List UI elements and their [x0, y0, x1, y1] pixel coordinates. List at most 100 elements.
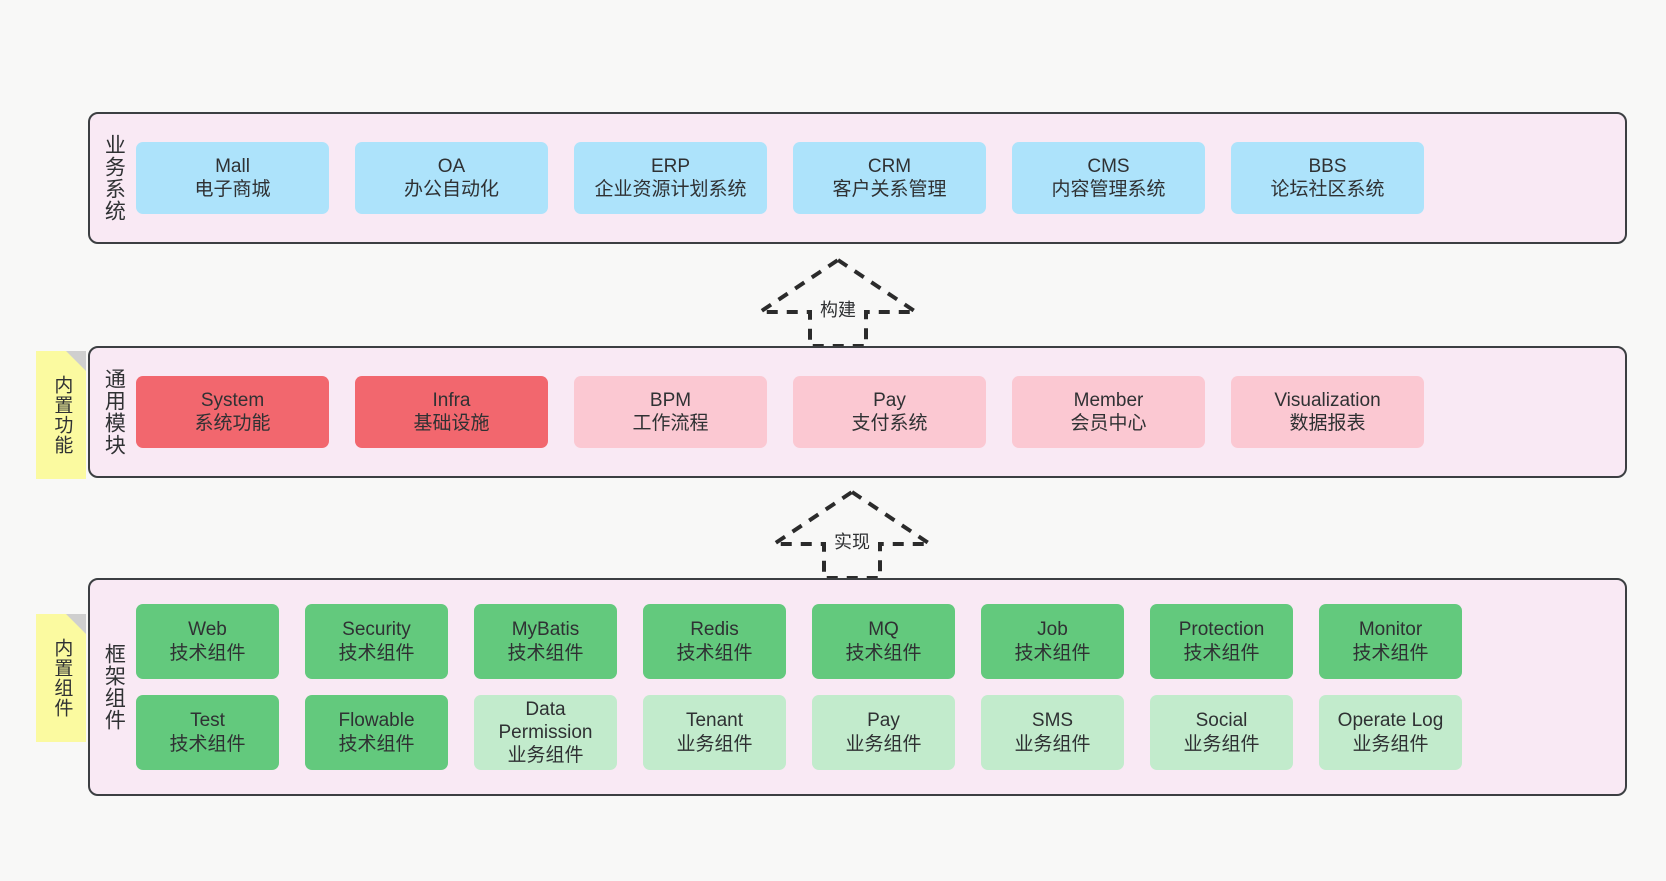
layer-title-common-modules: 通用模块: [102, 368, 126, 456]
cell-title: Protection: [1178, 619, 1265, 641]
cell-subtitle: 技术组件: [845, 642, 922, 664]
note-builtin-component[interactable]: 内置组件: [36, 614, 86, 742]
cell-title: Infra: [432, 389, 471, 411]
cell-title: OA: [437, 155, 466, 177]
cell-title: SMS: [1031, 710, 1074, 732]
cell-subtitle: 办公自动化: [403, 179, 499, 200]
layer-title-framework-components: 框架组件: [102, 643, 126, 731]
arrow-label-implement: 实现: [834, 532, 870, 552]
cell-subtitle: 业务组件: [1183, 733, 1260, 755]
cell-title: Visualization: [1274, 389, 1381, 411]
cell-title: Job: [1037, 619, 1068, 641]
cell-subtitle: 基础设施: [413, 413, 490, 434]
cell-subtitle: 技术组件: [169, 733, 246, 755]
cell-subtitle: 技术组件: [338, 733, 415, 755]
cell-title: Mall: [215, 155, 250, 177]
cell-subtitle: 系统功能: [194, 413, 271, 434]
cell-title: CMS: [1087, 155, 1130, 177]
cell-subtitle: 客户关系管理: [832, 179, 947, 200]
cell-subtitle: 内容管理系统: [1051, 179, 1166, 200]
cell-subtitle: 会员中心: [1070, 413, 1147, 434]
cell-title: Redis: [690, 619, 739, 641]
cell-subtitle: 业务组件: [507, 745, 584, 767]
cell-title: Social: [1195, 710, 1248, 732]
cell-title: Flowable: [338, 710, 415, 732]
cell-subtitle: 业务组件: [1352, 733, 1429, 755]
cell-title: MQ: [868, 619, 899, 641]
cell-title: Web: [188, 619, 227, 641]
cell-title: Pay: [867, 710, 900, 732]
cell-subtitle: 电子商城: [194, 179, 271, 200]
cell-title: Monitor: [1358, 619, 1423, 641]
cell-title: Data Permission: [498, 698, 593, 743]
cell-subtitle: 支付系统: [851, 413, 928, 434]
note-builtin-function[interactable]: 内置功能: [36, 351, 86, 479]
cell-title: Operate Log: [1337, 710, 1444, 732]
cell-title: Pay: [873, 389, 906, 411]
cell-subtitle: 技术组件: [676, 642, 753, 664]
cell-subtitle: 数据报表: [1289, 413, 1366, 434]
cell-subtitle: 业务组件: [845, 733, 922, 755]
cell-title: Member: [1073, 389, 1144, 411]
cell-subtitle: 技术组件: [169, 642, 246, 664]
cell-title: System: [200, 389, 265, 411]
cell-title: MyBatis: [511, 619, 580, 641]
cell-subtitle: 技术组件: [1183, 642, 1260, 664]
generalization-arrow-build: 构建: [748, 254, 928, 352]
cell-subtitle: 业务组件: [676, 733, 753, 755]
cell-subtitle: 技术组件: [338, 642, 415, 664]
cell-title: BBS: [1308, 155, 1347, 177]
cell-subtitle: 业务组件: [1014, 733, 1091, 755]
cell-subtitle: 企业资源计划系统: [594, 179, 747, 200]
layer-title-business-systems: 业务系统: [102, 134, 126, 222]
cell-title: BPM: [649, 389, 692, 411]
cell-title: Tenant: [685, 710, 744, 732]
cell-title: Test: [190, 710, 225, 732]
generalization-arrow-implement: 实现: [762, 486, 942, 584]
cell-subtitle: 技术组件: [507, 642, 584, 664]
cell-title: CRM: [867, 155, 912, 177]
cell-subtitle: 技术组件: [1014, 642, 1091, 664]
arrow-label-build: 构建: [820, 300, 856, 320]
cell-title: ERP: [650, 155, 691, 177]
